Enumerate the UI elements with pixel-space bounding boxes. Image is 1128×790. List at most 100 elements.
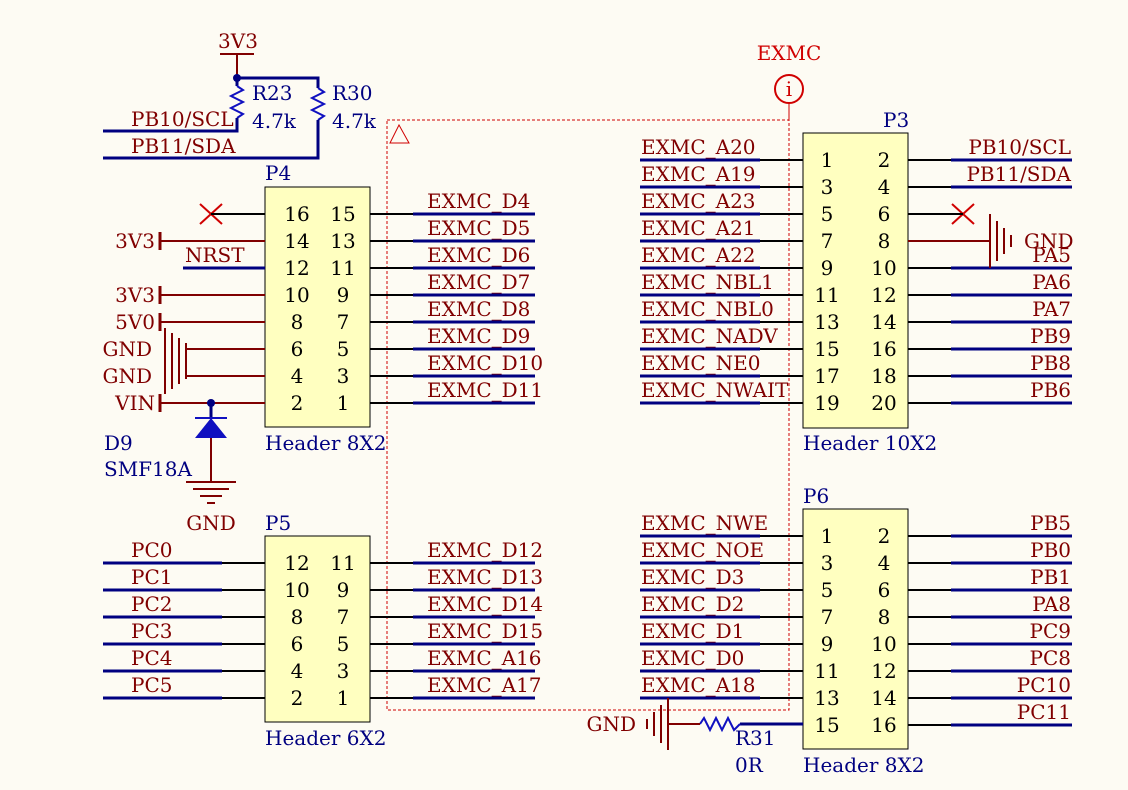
net-label-EXMC_D7: EXMC_D7 [427, 270, 530, 294]
p5-pin-1: 1 [337, 686, 350, 710]
p6-pin-2: 2 [878, 524, 891, 548]
p5-pin-6: 6 [291, 632, 304, 656]
p4-3v3-a: 3V3 [115, 229, 155, 253]
p6-pin-1: 1 [821, 524, 834, 548]
p3-pin-20: 20 [871, 391, 896, 415]
net-label-PC11: PC11 [1017, 700, 1071, 724]
p6-pin-6: 6 [878, 578, 891, 602]
r23-designator: R23 [252, 81, 293, 105]
p5-header-body[interactable] [264, 535, 371, 723]
net-pb11-left: PB11/SDA [131, 134, 236, 158]
p6-pin-4: 4 [878, 551, 891, 575]
p3-pin-11: 11 [814, 283, 839, 307]
net-label-PA6: PA6 [1032, 270, 1071, 294]
p4-comment: Header 8X2 [265, 431, 386, 455]
p4-gnd-b: GND [102, 364, 152, 388]
resistor-r31[interactable] [699, 715, 741, 733]
net-label-EXMC_D2: EXMC_D2 [641, 592, 744, 616]
net-label-PC5: PC5 [131, 673, 172, 697]
p4-pin-10: 10 [284, 283, 309, 307]
p3-pin-15: 15 [814, 337, 839, 361]
net-label-PB10/SCL: PB10/SCL [968, 135, 1071, 159]
p3-pin-16: 16 [871, 337, 896, 361]
net-label-EXMC_D15: EXMC_D15 [427, 619, 543, 643]
net-label-PA7: PA7 [1032, 297, 1071, 321]
net-label-PC9: PC9 [1030, 619, 1071, 643]
p6-pin-15: 15 [814, 713, 839, 737]
p4-pin-11: 11 [330, 256, 355, 280]
p4-pin-8: 8 [291, 310, 304, 334]
net-label-EXMC_A20: EXMC_A20 [641, 135, 756, 159]
p5-pin-10: 10 [284, 578, 309, 602]
p4-pin-14: 14 [284, 229, 309, 253]
p4-header-body[interactable] [264, 186, 371, 428]
p3-pin-4: 4 [878, 175, 891, 199]
r31-value: 0R [735, 753, 764, 777]
p4-5v0: 5V0 [115, 310, 155, 334]
net-label-EXMC_A18: EXMC_A18 [641, 673, 756, 697]
p3-pin-14: 14 [871, 310, 896, 334]
net-label-PB5: PB5 [1030, 511, 1071, 535]
p4-pin-3: 3 [337, 364, 350, 388]
r30-value: 4.7k [332, 109, 377, 133]
net-label-PC8: PC8 [1030, 646, 1071, 670]
p4-pin-6: 6 [291, 337, 304, 361]
net-label-PB8: PB8 [1030, 351, 1071, 375]
p5-pin-2: 2 [291, 686, 304, 710]
p5-pin-4: 4 [291, 659, 304, 683]
net-label-PB6: PB6 [1030, 378, 1071, 402]
exmc-info-icon[interactable] [774, 74, 804, 104]
p6-comment: Header 8X2 [803, 753, 924, 777]
net-label-PB1: PB1 [1030, 565, 1071, 589]
resistor-r30[interactable] [309, 87, 327, 121]
p3-pin-9: 9 [821, 256, 834, 280]
net-pb10-left: PB10/SCL [131, 107, 234, 131]
net-label-PC1: PC1 [131, 565, 172, 589]
net-label-EXMC_D9: EXMC_D9 [427, 324, 530, 348]
net-label-EXMC_D13: EXMC_D13 [427, 565, 543, 589]
p4-gnd-symbols [164, 328, 265, 394]
resistor-r23[interactable] [228, 85, 246, 119]
p3-pin-18: 18 [871, 364, 896, 388]
p4-pin-16: 16 [284, 202, 309, 226]
d9-value: SMF18A [104, 457, 193, 481]
net-label-EXMC_D10: EXMC_D10 [427, 351, 543, 375]
p6-pin-16: 16 [871, 713, 896, 737]
p5-pin-3: 3 [337, 659, 350, 683]
net-label-EXMC_D6: EXMC_D6 [427, 243, 530, 267]
p3-pin-10: 10 [871, 256, 896, 280]
net-label-EXMC_A16: EXMC_A16 [427, 646, 542, 670]
d9-gnd-symbol [186, 481, 236, 504]
p4-pin-15: 15 [330, 202, 355, 226]
p6-pin-14: 14 [871, 686, 896, 710]
r31-gnd-symbol [646, 698, 669, 750]
p5-pin-7: 7 [337, 605, 350, 629]
p6-pin-9: 9 [821, 632, 834, 656]
net-label-EXMC_A19: EXMC_A19 [641, 162, 756, 186]
p5-pin-11: 11 [330, 551, 355, 575]
net-label-EXMC_A17: EXMC_A17 [427, 673, 542, 697]
net-label-PC10: PC10 [1017, 673, 1071, 697]
net-label-EXMC_D12: EXMC_D12 [427, 538, 543, 562]
p4-pin-2: 2 [291, 391, 304, 415]
net-label-EXMC_D0: EXMC_D0 [641, 646, 744, 670]
p6-header-body[interactable] [802, 508, 909, 750]
d9-gnd-label: GND [186, 511, 236, 535]
p3-header-body[interactable] [802, 132, 909, 429]
p4-pin-7: 7 [337, 310, 350, 334]
p4-pin-4: 4 [291, 364, 304, 388]
net-label-PA5: PA5 [1032, 243, 1071, 267]
net-label-EXMC_NWE: EXMC_NWE [641, 511, 768, 535]
p5-pin-9: 9 [337, 578, 350, 602]
exmc-room-label: EXMC [757, 41, 822, 65]
p6-pin-10: 10 [871, 632, 896, 656]
net-nrst: NRST [185, 243, 245, 267]
p6-pin-7: 7 [821, 605, 834, 629]
p3-pin-12: 12 [871, 283, 896, 307]
p3-designator: P3 [883, 108, 909, 132]
net-label-PA8: PA8 [1032, 592, 1071, 616]
diode-d9[interactable] [195, 417, 227, 438]
p4-pin-13: 13 [330, 229, 355, 253]
net-label-EXMC_D4: EXMC_D4 [427, 189, 530, 213]
net-label-PB9: PB9 [1030, 324, 1071, 348]
